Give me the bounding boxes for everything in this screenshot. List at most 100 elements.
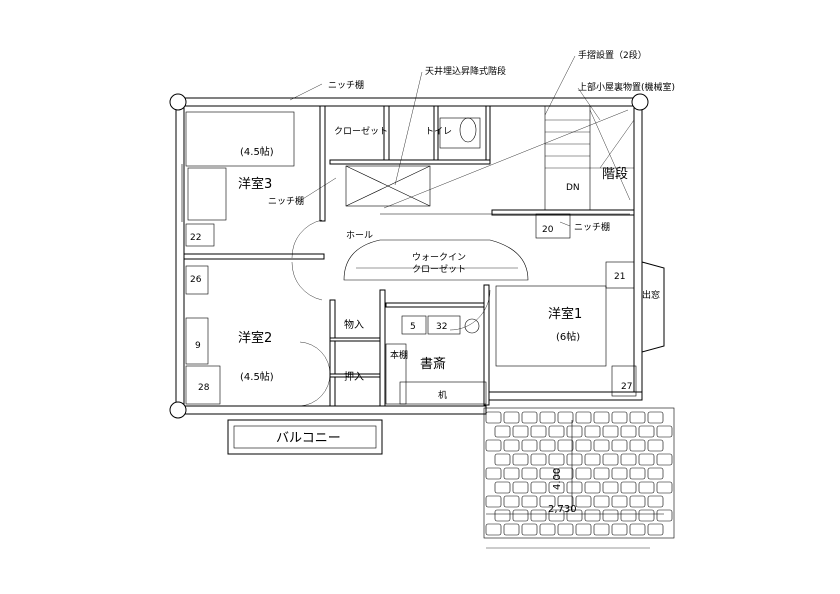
roof-tile (494, 453, 511, 466)
roof-tile (602, 453, 619, 466)
roof-tile (638, 509, 655, 522)
roof-tile (566, 509, 583, 522)
roof-tile (647, 439, 664, 452)
room-western3-label: 洋室3 (238, 176, 272, 192)
roof-tile (575, 467, 592, 480)
roof-tile (494, 425, 511, 438)
roof-tile (575, 495, 592, 508)
bay-window-label: 出窓 (642, 289, 660, 301)
roof-tile (647, 495, 664, 508)
room-storage-label: 物入 (344, 318, 364, 331)
roof-tile (656, 453, 673, 466)
roof-tile (530, 425, 547, 438)
roof-tile (602, 425, 619, 438)
roof-tile (620, 509, 637, 522)
dimension-width: 2,730 (548, 504, 577, 515)
roof-tile (485, 411, 502, 424)
room-western1-label: 洋室1 (548, 306, 582, 322)
roof-tile (611, 411, 628, 424)
roof-tile (620, 481, 637, 494)
roof-tile (521, 411, 538, 424)
desk-label: 机 (438, 389, 447, 401)
roof-tile (539, 439, 556, 452)
roof-tile (539, 411, 556, 424)
balcony-outline (227, 419, 383, 455)
bay-window (641, 261, 665, 353)
fixture-lines (181, 111, 637, 405)
leader-lines (289, 55, 601, 227)
attic-stair-note: 天井埋込昇降式階段 (425, 65, 506, 77)
roof-tile (539, 495, 556, 508)
roof-tile (611, 495, 628, 508)
roof-tile (530, 453, 547, 466)
roof-tile (593, 495, 610, 508)
tag-32: 32 (436, 322, 447, 332)
roof-tile (620, 425, 637, 438)
roof-tile (557, 467, 574, 480)
roof-tile (566, 453, 583, 466)
roof-tile (647, 523, 664, 536)
door-swings (291, 219, 491, 407)
room-western1-size: (6帖) (556, 330, 580, 343)
roof-tile (602, 481, 619, 494)
room-study-label: 書斎 (420, 356, 446, 372)
roof-tile (593, 523, 610, 536)
roof-tile (521, 439, 538, 452)
walkin-closet-label-1: ウォークイン (412, 252, 466, 263)
roof-tile (512, 453, 529, 466)
roof-tile (503, 467, 520, 480)
tag-28: 28 (198, 383, 210, 393)
stairs-label: 階段 (602, 167, 628, 182)
roof-tiles (483, 407, 675, 539)
roof-tile (539, 523, 556, 536)
tag-22: 22 (190, 233, 201, 243)
roof-tile (494, 481, 511, 494)
roof-tile (503, 411, 520, 424)
roof-tile (557, 523, 574, 536)
dimension-lines (486, 420, 664, 549)
niche-right-note: ニッチ棚 (574, 221, 610, 233)
roof-tile (629, 495, 646, 508)
roof-tile (557, 439, 574, 452)
bookshelf-label: 本棚 (390, 349, 408, 361)
room-western2-label: 洋室2 (238, 330, 272, 346)
roof-tile (539, 467, 556, 480)
roof-tile (485, 439, 502, 452)
staircase (544, 106, 635, 210)
walkin-closet-label-2: クローゼット (412, 263, 466, 275)
roof-tile (584, 509, 601, 522)
roof-tile (503, 439, 520, 452)
roof-tile (575, 523, 592, 536)
roof-tile (575, 411, 592, 424)
roof-tile (611, 467, 628, 480)
roof-tile (638, 425, 655, 438)
attic-storage-note: 上部小屋裏物置(機械室) (578, 81, 675, 93)
roof-tile (521, 523, 538, 536)
room-oshiire-label: 押入 (344, 370, 364, 383)
roof-tile (629, 439, 646, 452)
walkin-closet-arc (343, 239, 529, 281)
roof-tile (503, 495, 520, 508)
roof-tile (521, 495, 538, 508)
roof-tile (656, 509, 673, 522)
roof-tile (647, 411, 664, 424)
corner-columns (169, 93, 649, 419)
tag-27: 27 (621, 382, 632, 392)
room-toilet-label: トイレ (425, 127, 452, 137)
roof-tile (629, 411, 646, 424)
roof-tile (548, 481, 565, 494)
roof-tile (611, 439, 628, 452)
roof-tile (530, 509, 547, 522)
roof-tile (485, 495, 502, 508)
roof-tile (512, 425, 529, 438)
roof-tile (512, 481, 529, 494)
room-hall-label: ホール (346, 230, 373, 241)
roof-tile (620, 453, 637, 466)
tag-21: 21 (614, 272, 625, 282)
balcony-label: バルコニー (276, 431, 341, 446)
roof-tile (656, 425, 673, 438)
roof-tile (584, 453, 601, 466)
roof-tile (584, 425, 601, 438)
roof-tile (548, 425, 565, 438)
